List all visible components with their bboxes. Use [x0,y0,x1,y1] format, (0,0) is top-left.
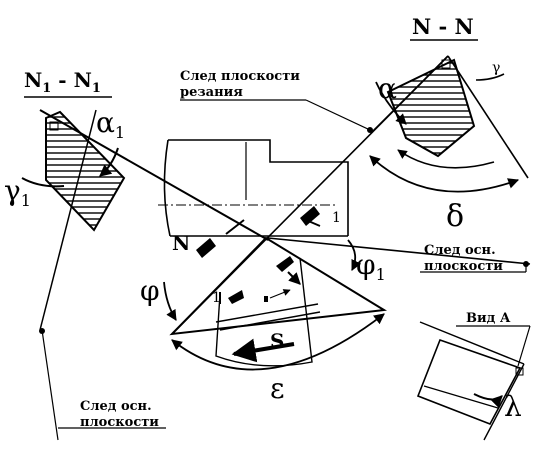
phi1-label: φ1 [356,248,386,284]
gamma1-label: γ1 [4,174,31,210]
delta-label: δ [446,199,464,234]
epsilon-label: ε [270,372,285,405]
n-direction-label: N [172,231,190,255]
lambda-label: λ [504,390,522,423]
small-marker-2-arrow [269,289,291,299]
lambda-arc [473,393,503,408]
workpiece-body [215,257,313,367]
feed-s-label: S [270,329,284,353]
section-mark-lower [276,256,294,272]
base-plane-right-label-2: плоскости [424,259,503,274]
gamma-arc [475,73,505,81]
base-plane-right-label-1: След осн. [424,243,496,258]
feed-arrow [231,338,295,363]
gamma-label: γ [492,60,500,76]
small-marker-1-arrow [228,290,244,304]
right-angle-mark-n [441,59,451,69]
view-a [416,321,531,441]
right-angle-mark-view-a [515,367,524,376]
tool-shank-outline [168,139,349,236]
base-plane-trace-right-line [267,237,531,265]
right-angle-mark-n1 [49,121,59,131]
section-n1-title: N1 - N1 [24,68,101,96]
cutting-plane-trace-line [171,55,449,335]
section-n-title: N - N [412,14,474,39]
cutting-plane-trace-label-1: След плоскости [180,69,300,84]
inner-arc [397,149,495,169]
cutting-plane-line-n1 [39,109,269,241]
phi-arc [163,281,177,321]
view-a-leader [517,325,531,367]
section-n-wedge [386,58,476,158]
view-a-ref-line [419,321,525,365]
section-n1-n1 [21,109,269,441]
n-direction-arrow-stem [225,219,245,235]
section-mark-lower-stem [287,271,301,285]
base-plane-leader-left [41,329,59,441]
section-mark-upper-stem [305,219,321,227]
epsilon-arc [171,313,385,371]
alpha1-label: α1 [96,106,125,142]
base-plane-left-label-1: След осн. [80,399,152,414]
tool-shank-left-edge [163,139,171,237]
small-1-label: 1 [212,290,221,306]
alpha-arc [375,81,407,125]
base-plane-left-label-2: плоскости [80,415,159,430]
section-mark-upper [300,206,320,226]
section-n-n [171,55,531,335]
feed-line-2 [219,311,321,331]
phi1-arc [347,239,362,271]
gamma1-arc [21,177,65,188]
cutting-plane-leader [305,99,371,131]
cutting-plane-trace-label-2: резания [180,85,243,100]
view-a-diagonal [483,363,525,441]
alpha1-arc [99,147,119,177]
base-plane-dot-left [39,328,45,334]
view-a-inner-line [423,385,499,409]
base-plane-trace-left-line [39,109,97,331]
n-direction-arrow [196,238,216,258]
phi-label: φ [140,274,160,307]
delta-arc [369,155,520,193]
small-marker-2 [264,296,268,302]
alpha-label: α [378,72,397,105]
view-a-label: Вид А [466,311,511,326]
tool-plan-view [158,139,388,371]
small-1b-label: 1 [332,210,341,226]
section-n1-wedge [45,110,126,232]
